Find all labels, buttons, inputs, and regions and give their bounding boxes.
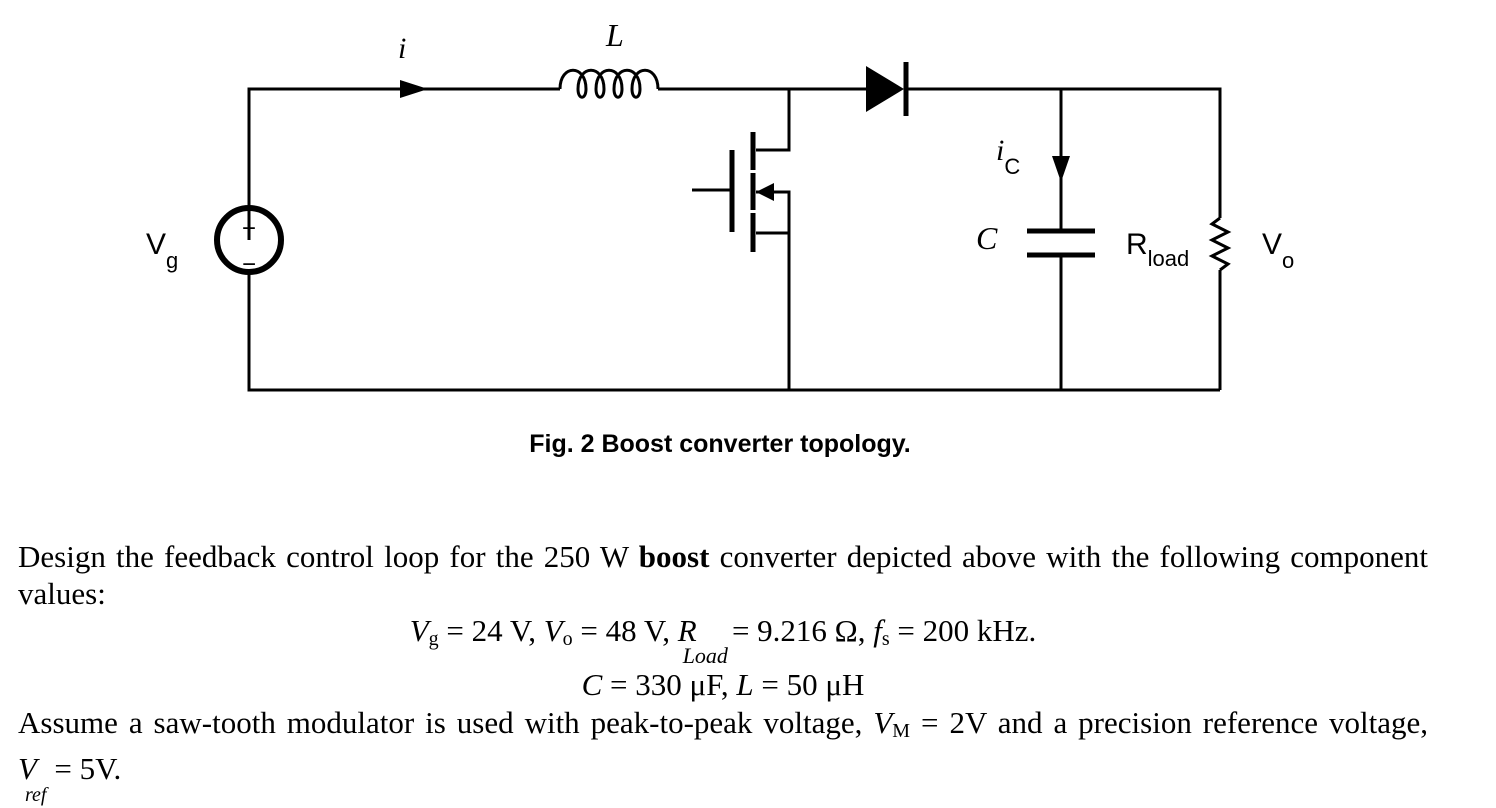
wire-bottom: [247, 270, 1220, 392]
vo-subscript: o: [562, 628, 573, 650]
fs-symbol: f: [873, 613, 882, 648]
rload-subscript: Load: [682, 643, 728, 668]
mosfet-icon: [692, 132, 756, 252]
p2-text-start: Assume a saw-tooth modulator is used wit…: [18, 705, 874, 740]
problem-paragraph-2: Assume a saw-tooth modulator is used wit…: [18, 704, 1428, 806]
equation-line-2: C = 330 μF, L = 50 μH: [18, 666, 1428, 704]
voltage-source-icon: [214, 205, 284, 275]
current-arrow-icon: [400, 80, 428, 98]
c-symbol: C: [581, 667, 603, 702]
p1-text-start: Design the feedback control loop for the…: [18, 539, 639, 574]
vo-symbol: V: [543, 613, 563, 648]
rload-symbol: R: [677, 613, 697, 648]
problem-statement: Design the feedback control loop for the…: [18, 538, 1428, 806]
inductor-coil: [558, 68, 660, 99]
inductor-label: L: [605, 17, 624, 53]
l-symbol: L: [736, 667, 754, 702]
fs-subscript: s: [881, 628, 890, 650]
p1-bold-word: boost: [638, 539, 710, 574]
output-voltage-label: Vo: [1262, 228, 1294, 273]
current-i-label: i: [398, 32, 406, 65]
vref-subscript: ref: [24, 784, 47, 806]
c-value: = 330 μF,: [602, 667, 737, 702]
problem-paragraph-1: Design the feedback control loop for the…: [18, 538, 1428, 612]
vg-symbol: V: [409, 613, 429, 648]
boost-converter-schematic: + − i L iC C Rload Vo Vg: [146, 17, 1294, 392]
load-resistor: [1208, 216, 1232, 272]
capacitor-label: C: [976, 220, 998, 256]
vref-symbol: V: [18, 751, 37, 786]
wire-top-right: [906, 87, 1222, 218]
capacitor-current-arrow-icon: [1052, 156, 1070, 182]
mosfet-arrow-icon: [756, 183, 774, 201]
diode-icon: [866, 62, 909, 116]
wire-switch-source: [756, 231, 791, 390]
vm-value: = 2V and a precision reference voltage,: [910, 705, 1428, 740]
wire-switch-drain: [756, 89, 791, 152]
vg-value: = 24 V,: [438, 613, 544, 648]
vref-value: = 5V.: [54, 751, 122, 786]
capacitor-icon: [1027, 228, 1095, 258]
vo-value: = 48 V,: [572, 613, 678, 648]
fs-value: = 200 kHz.: [889, 613, 1037, 648]
vm-subscript: M: [892, 720, 911, 742]
rload-value: = 9.216 Ω,: [731, 613, 874, 648]
equation-line-1: Vg = 24 V, Vo = 48 V, RLoad= 9.216 Ω, fs…: [18, 612, 1428, 668]
capacitor-current-label: iC: [996, 134, 1020, 179]
vg-subscript: g: [428, 628, 439, 650]
l-value: = 50 μH: [753, 667, 865, 702]
figure-caption: Fig. 2 Boost converter topology.: [529, 430, 911, 458]
p1-text-end: converter depicted above with the follow…: [18, 539, 1429, 611]
source-minus-sign: −: [242, 251, 256, 278]
load-label: Rload: [1126, 228, 1189, 271]
vm-symbol: V: [873, 705, 893, 740]
source-voltage-label: Vg: [146, 228, 178, 273]
wire-top-left: [247, 87, 560, 240]
source-plus-sign: +: [242, 215, 256, 242]
